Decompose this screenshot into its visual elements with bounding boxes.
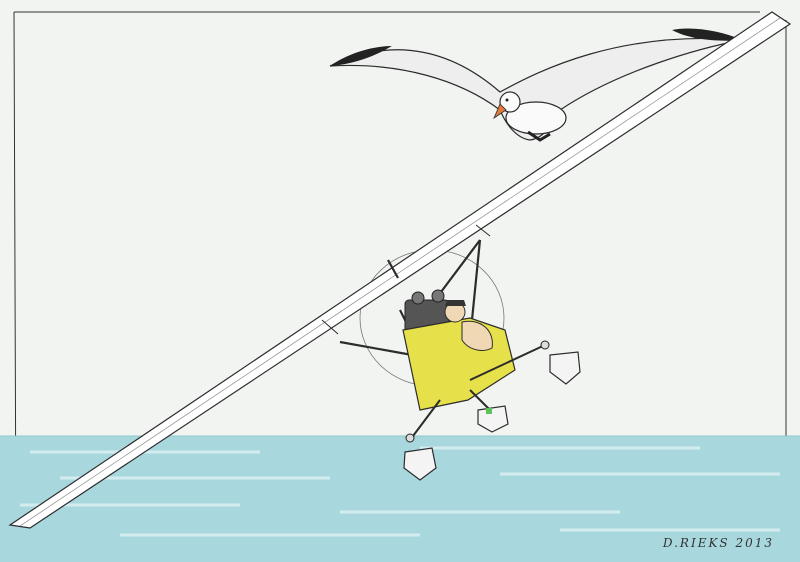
seagull-icon — [329, 28, 743, 142]
pontoon-float-icon — [403, 351, 581, 481]
ultralight-aircraft-icon — [8, 11, 792, 529]
wing — [8, 11, 792, 529]
float-booms — [409, 344, 546, 441]
artist-signature: D.RIEKS 2013 — [662, 536, 774, 550]
